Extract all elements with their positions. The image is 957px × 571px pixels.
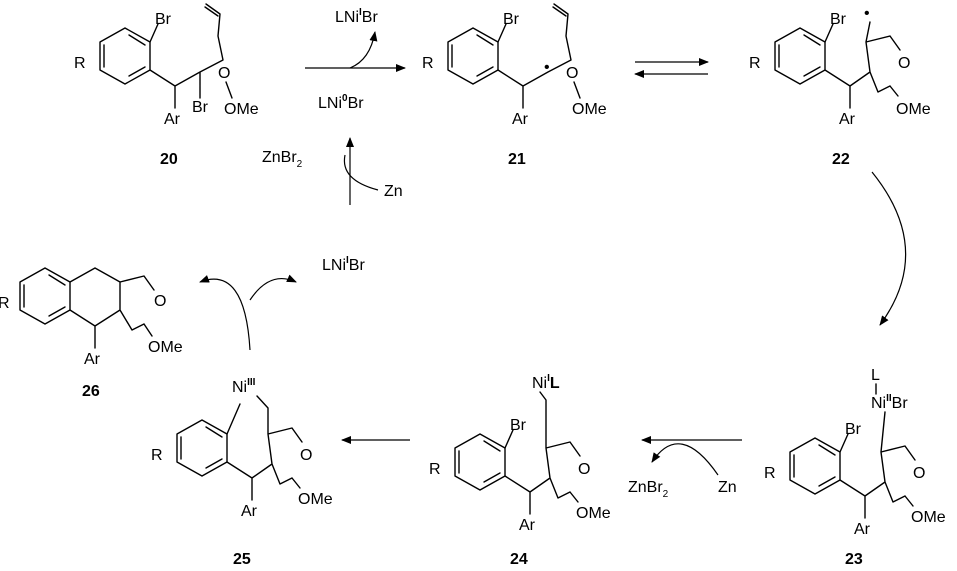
compound-number: 26 [82,383,100,400]
arene-ring [176,419,228,477]
ring-oxygen-label: O [898,55,910,72]
radical-dot: • [864,5,870,22]
zinc-reagent: Zn [718,479,737,496]
aryl-label: Ar [84,351,101,368]
arrows: LNiIBr LNi0Br ZnBr2 Zn ZnBr2 Zn LNiIBr [199,7,907,500]
radical-dot: • [544,59,550,76]
lni-br-reagent: LNiIBr [335,7,378,26]
bromo-atom-label: Br [503,11,520,28]
r-substituent-label: R [74,55,86,72]
nickel-ii-label: NiIIBr [871,393,908,412]
curved-arrow [249,274,297,301]
ring-oxygen-label: O [578,461,590,478]
compound-22: Br R O • Ar OMe 22 [749,5,931,168]
aryl-label: Ar [241,503,258,520]
compound-number: 21 [508,151,526,168]
cyclization-arrow [871,171,907,326]
nickel-i-label: NiIL [532,373,560,392]
compound-number: 20 [160,151,178,168]
compound-number: 23 [845,551,863,568]
bromo-atom-label: Br [510,417,527,434]
bond-lines [149,3,233,109]
methoxy-label: OMe [911,509,946,526]
methoxy-label: OMe [576,505,611,522]
znbr2-byproduct: ZnBr2 [628,479,669,500]
bond-lines [69,267,155,349]
methoxy-label: OMe [224,101,259,118]
bromoarene-ring [789,437,841,495]
aryl-label: Ar [164,111,181,128]
methoxy-label: OMe [148,339,183,356]
methoxy-label: OMe [298,491,333,508]
bromoarene-ring [447,27,499,85]
compound-26: R O Ar OMe 26 [0,267,183,400]
bromo-atom-label: Br [845,421,862,438]
nickel-iii-label: NiIII [232,377,256,396]
methoxy-label: OMe [896,101,931,118]
compound-number: 25 [233,551,251,568]
nickel-ligand-label: L [871,367,880,384]
bromoarene-ring [774,27,826,85]
bond-lines [497,3,581,109]
elimination-arrow [199,275,251,351]
aryl-label: Ar [839,111,856,128]
r-substituent-label: R [429,461,441,478]
bond-lines [226,395,303,501]
ring-oxygen-label: O [154,293,166,310]
compound-23: Br R O Ar OMe L NiIIBr 23 [764,367,946,568]
bond-lines [824,21,901,109]
r-substituent-label: R [0,295,10,312]
ring-oxygen-label: O [300,447,312,464]
compound-number: 24 [510,551,528,568]
znbr2-byproduct: ZnBr2 [262,149,303,170]
arene-ring [19,267,71,325]
zinc-reagent: Zn [384,183,403,200]
bond-lines [504,391,581,515]
r-substituent-label: R [422,55,434,72]
lni0-br-reagent: LNi0Br [318,93,364,112]
bromoarene-ring [99,27,151,85]
aryl-label: Ar [512,111,529,128]
r-substituent-label: R [151,447,163,464]
bromo-atom-label: Br [192,99,209,116]
compound-25: R O Ar OMe NiIII 25 [151,377,333,568]
compound-21: Br R O • Ar OMe 21 [422,3,607,168]
r-substituent-label: R [764,465,776,482]
curved-arrow [349,31,378,69]
compound-20: Br R O Br Ar OMe 20 [74,3,259,168]
aryl-label: Ar [854,521,871,538]
bromoarene-ring [454,433,506,491]
ring-oxygen-label: O [218,65,230,82]
compound-number: 22 [832,151,850,168]
curved-arrow [343,154,379,191]
methoxy-label: OMe [572,101,607,118]
lni-br-product: LNiIBr [322,255,365,274]
bromo-atom-label: Br [155,11,172,28]
ring-oxygen-label: O [913,465,925,482]
r-substituent-label: R [749,55,761,72]
bromo-atom-label: Br [830,11,847,28]
curved-arrow [651,443,719,476]
ring-oxygen-label: O [566,65,578,82]
compound-24: Br R O Ar OMe NiIL 24 [429,373,611,568]
bond-lines [839,383,916,519]
aryl-label: Ar [519,517,536,534]
